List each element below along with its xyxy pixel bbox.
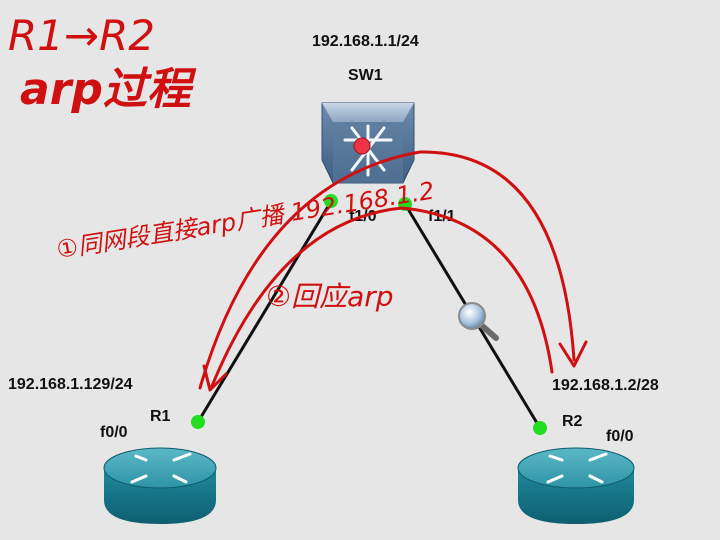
port-status-r2-f0-0 (533, 421, 547, 435)
port-status-sw1-f1-0 (324, 194, 338, 208)
packet-indicator-icon (353, 137, 371, 155)
handwritten-title-line2: arp过程 (20, 64, 197, 115)
port-status-r1-f0-0 (191, 415, 205, 429)
router-icon[interactable] (517, 447, 635, 524)
broadcast-arrowhead (558, 340, 588, 368)
r1-ip-label: 192.168.1.129/24 (8, 376, 133, 393)
broadcast-arrow (198, 150, 576, 390)
r2-ip-label: 192.168.1.2/28 (552, 377, 659, 394)
router-icon[interactable] (103, 447, 217, 524)
reply-annotation: ②回应arp (266, 280, 394, 313)
r1-port-label: f0/0 (100, 424, 128, 441)
magnifier-icon[interactable] (458, 302, 499, 341)
reply-arrow (210, 206, 554, 388)
reply-arrowhead (202, 364, 228, 392)
broadcast-annotation: ①同网段直接arp广播 192.168.1.2 (55, 177, 437, 264)
r1-name-label: R1 (150, 408, 171, 425)
link-sw1-r1[interactable] (196, 199, 334, 423)
sw1-name-label: SW1 (348, 67, 383, 84)
sw1-ip-label: 192.168.1.1/24 (312, 33, 419, 50)
handwritten-title-line1: R1→R2 (8, 11, 155, 60)
r2-port-label: f0/0 (606, 428, 634, 445)
r2-name-label: R2 (562, 413, 583, 430)
